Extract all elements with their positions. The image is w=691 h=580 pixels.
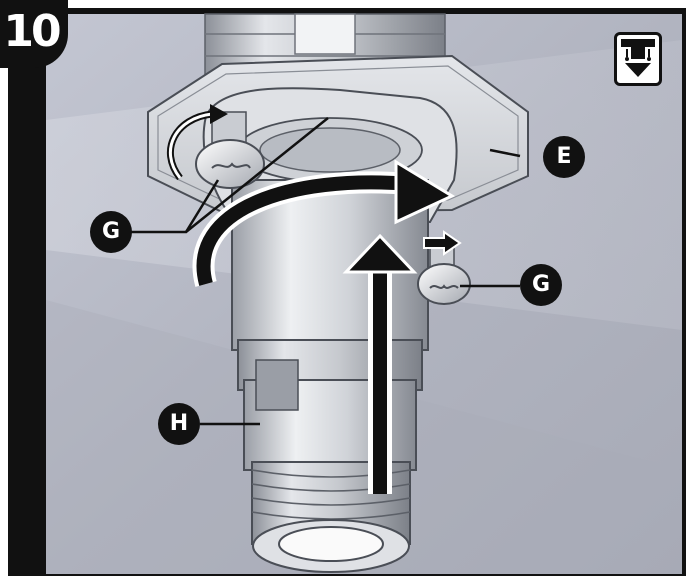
step-number-badge: 10 (0, 0, 68, 68)
leader-lines (130, 117, 521, 426)
upward-arrow (342, 233, 418, 494)
step-number: 10 (3, 6, 61, 57)
callout-g-right: G (520, 264, 562, 306)
mount-icon-glyph (621, 39, 655, 77)
mount-under-sink-icon (614, 32, 662, 86)
valve-body (231, 179, 429, 471)
callout-e: E (543, 136, 585, 178)
large-rotation-arrow (192, 159, 456, 287)
small-rotation-arrow (166, 104, 228, 181)
callout-g-left: G (90, 211, 132, 253)
small-right-arrow (423, 230, 462, 256)
callout-h: H (158, 403, 200, 445)
